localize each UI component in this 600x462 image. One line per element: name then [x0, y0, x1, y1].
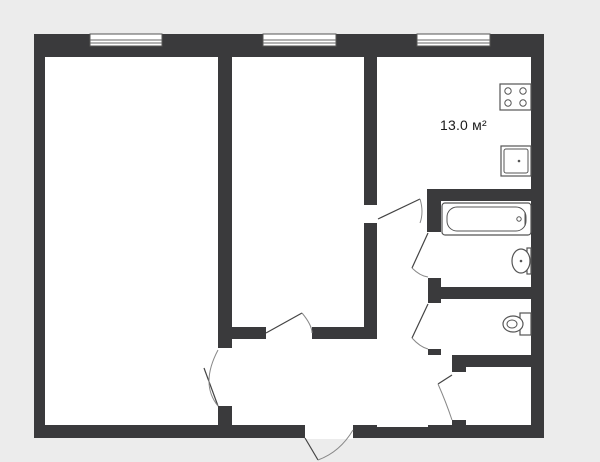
doorway-bathroom	[427, 232, 442, 278]
door-entrance	[304, 429, 354, 461]
kitchen-passage	[377, 189, 427, 277]
doorway-kitchen	[364, 205, 378, 223]
doorway-storage	[452, 372, 467, 420]
washbasin-icon	[511, 247, 532, 275]
door-room-middle	[265, 312, 313, 334]
kitchen-area-label: 13.0 м²	[440, 117, 487, 133]
room-large	[45, 57, 218, 425]
kitchen-sink-icon	[500, 145, 532, 177]
door-storage	[437, 374, 453, 421]
entrance-opening	[305, 424, 353, 439]
window-left	[89, 33, 163, 47]
door-kitchen	[377, 198, 423, 224]
hallway-corridor-right	[428, 355, 452, 425]
storage	[466, 367, 531, 425]
window-kitchen	[416, 33, 491, 47]
toilet-icon	[502, 312, 532, 336]
doorway-room-large	[218, 348, 232, 406]
doorway-toilet	[427, 303, 442, 349]
window-middle	[262, 33, 337, 47]
door-toilet	[411, 303, 429, 350]
hallway-corridor	[377, 277, 428, 427]
doorway-room-middle	[266, 326, 312, 340]
door-room-large	[203, 349, 219, 407]
stove-icon	[499, 83, 532, 111]
bathtub-icon	[441, 202, 532, 236]
room-middle	[232, 57, 364, 327]
door-bathroom	[411, 232, 429, 278]
